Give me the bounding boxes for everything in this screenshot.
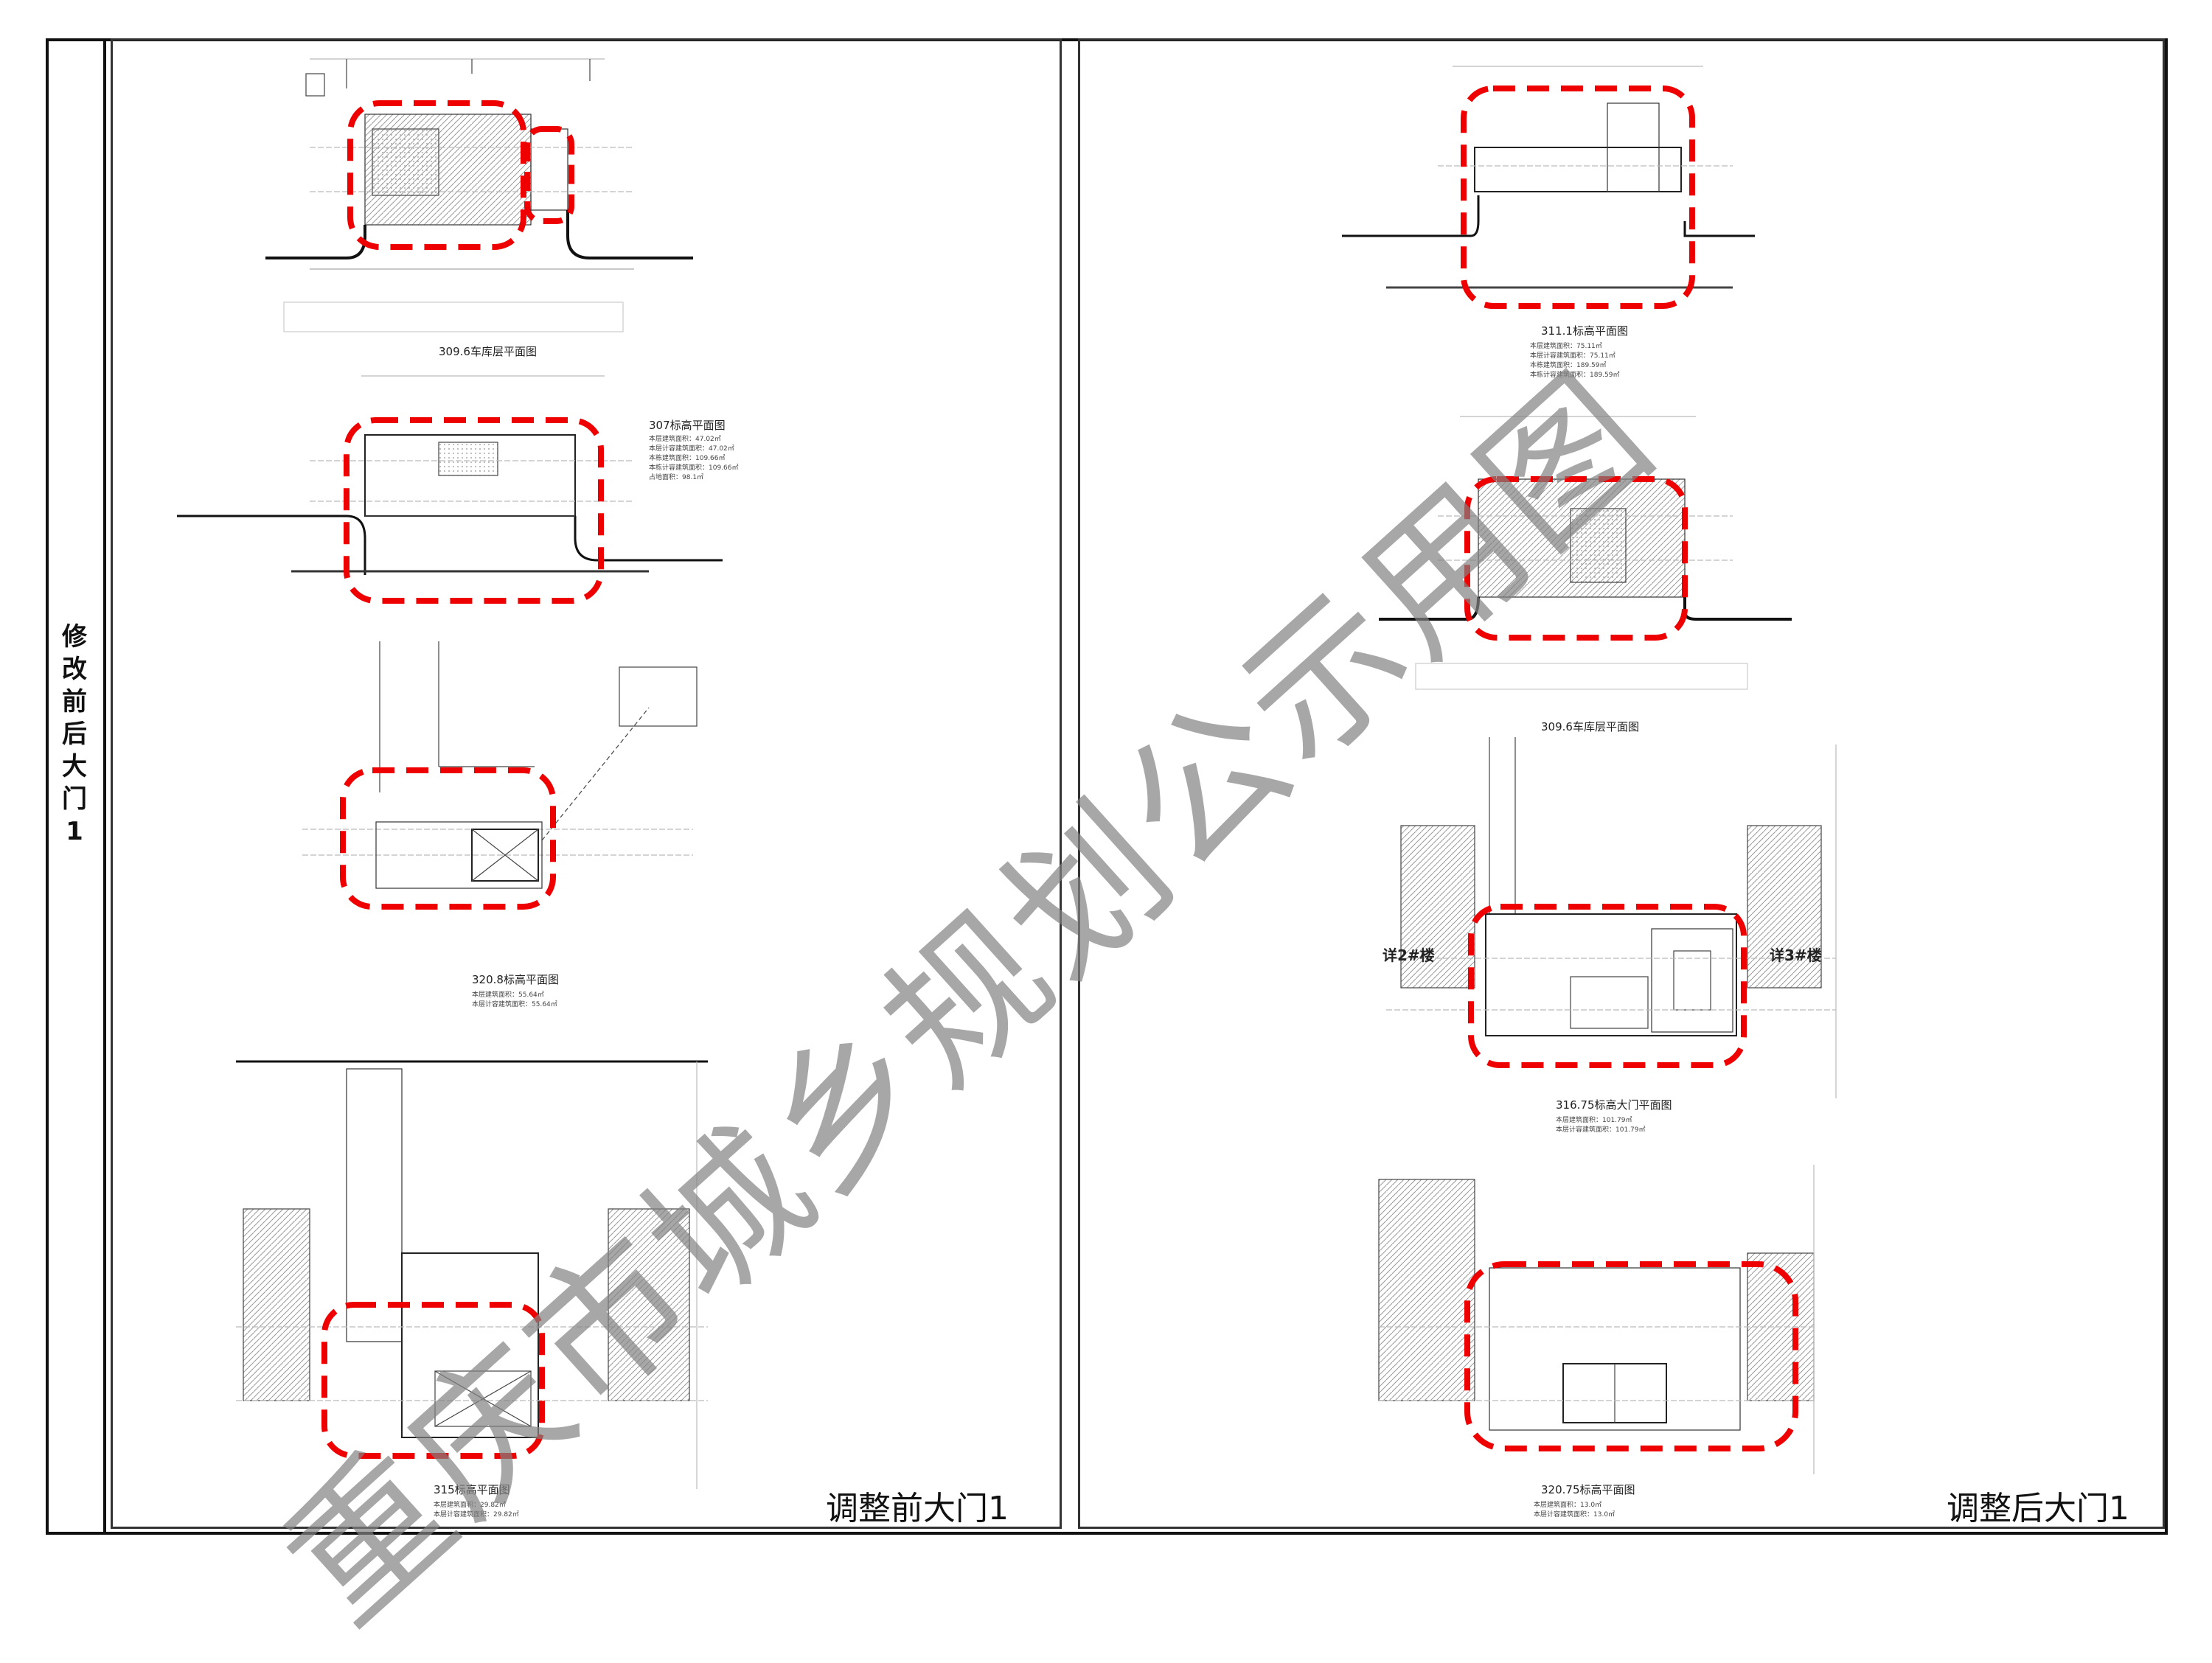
highlight-right-3 (1468, 904, 1747, 1068)
title-right-2: 309.6车库层平面图 (1541, 720, 1639, 733)
panel-after (1078, 38, 2165, 1529)
highlight-left-1 (347, 100, 526, 250)
highlight-left-3 (340, 767, 556, 910)
plan-left-2 (177, 375, 723, 575)
title-left-4: 315标高平面图 (434, 1483, 510, 1496)
side-label-2: 详2#楼 (1382, 946, 1435, 964)
floor-plans-drawing (177, 58, 1837, 1489)
highlight-right-4 (1464, 1261, 1798, 1451)
title-right-4: 320.75标高平面图 (1541, 1483, 1635, 1496)
plan-right-4 (1378, 1165, 1815, 1474)
highlight-right-2 (1464, 476, 1688, 641)
caption-before: 调整前大门1 (826, 1490, 1009, 1527)
title-right-3: 316.75标高大门平面图 (1556, 1098, 1672, 1112)
title-right-1: 311.1标高平面图 (1541, 324, 1628, 338)
caption-after: 调整后大门1 (1947, 1490, 2129, 1527)
title-left-1: 309.6车库层平面图 (439, 345, 537, 358)
plan-right-3 (1386, 737, 1837, 1098)
title-left-3: 320.8标高平面图 (472, 973, 559, 986)
plan-left-4 (236, 1060, 708, 1489)
highlight-left-4 (321, 1302, 545, 1459)
plan-right-2 (1379, 416, 1792, 690)
highlight-right-1 (1461, 86, 1695, 309)
plan-right-1 (1342, 66, 1755, 289)
side-label-3: 详3#楼 (1770, 946, 1822, 964)
plan-left-1 (265, 58, 693, 332)
plan-left-3 (302, 641, 698, 889)
panel-before (111, 38, 1062, 1529)
title-left-2: 307标高平面图 (649, 419, 726, 432)
